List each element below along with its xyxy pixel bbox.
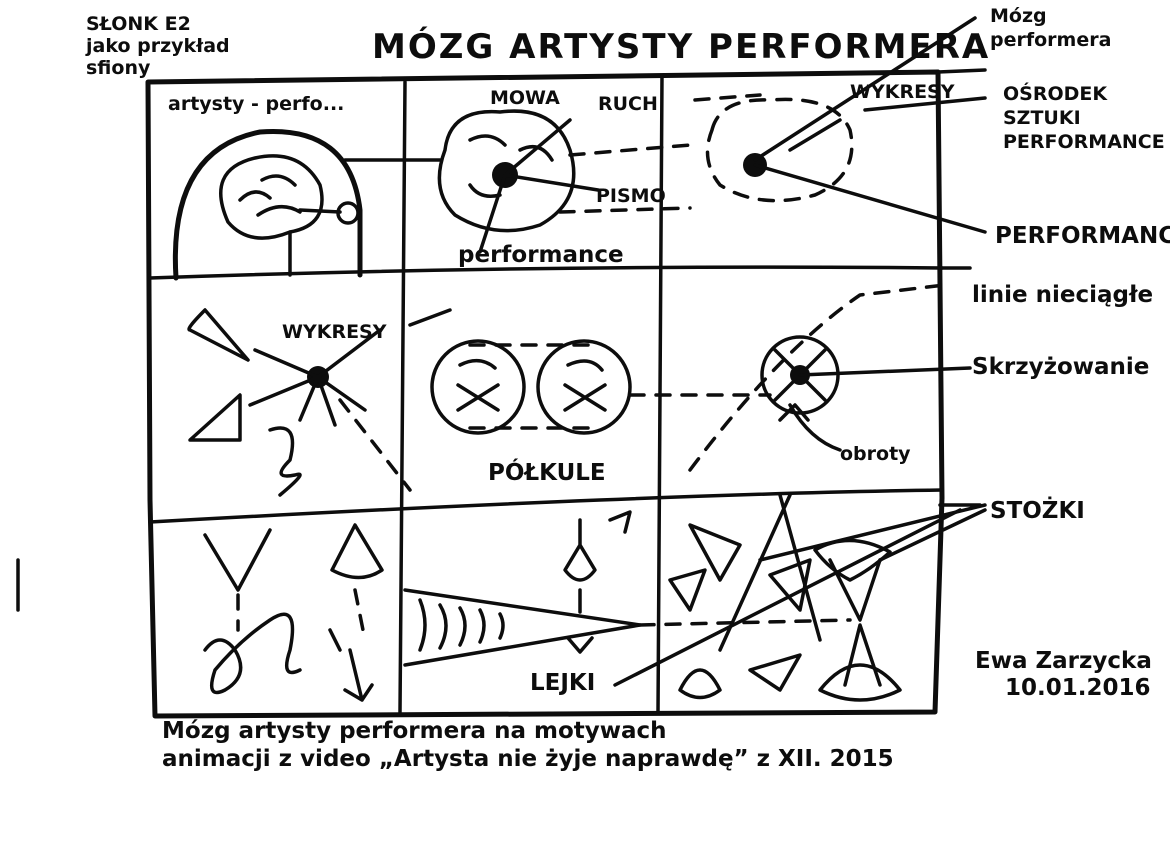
crossing-icon xyxy=(688,283,972,472)
anno-osrodek-3: PERFORMANCE xyxy=(1003,131,1165,153)
hemispheres-icon xyxy=(430,339,772,435)
stozki-pointer xyxy=(758,503,987,562)
label-mowa: MOWA xyxy=(490,87,560,109)
caption-line-1: Mózg artysty performera na motywach xyxy=(162,718,667,744)
signature-date: 10.01.2016 xyxy=(1005,675,1151,701)
label-polkule: PÓŁKULE xyxy=(488,458,606,486)
corner-note-line-2: jako przykład xyxy=(85,35,230,57)
anno-osrodek-2: SZTUKI xyxy=(1003,107,1081,129)
anno-osrodek-1: OŚRODEK xyxy=(1003,81,1108,105)
anno-performance: PERFORMANCE xyxy=(995,223,1170,249)
label-wykresy-mid: WYKRESY xyxy=(282,321,387,343)
anno-stozki: STOŻKI xyxy=(990,496,1085,524)
anno-mozg-performera-2: performera xyxy=(990,29,1111,51)
diagram-title: MÓZG ARTYSTY PERFORMERA xyxy=(372,26,990,67)
anno-skrzyzowanie: Skrzyżowanie xyxy=(972,354,1149,380)
grid-frame xyxy=(145,68,987,719)
brain-cluster-icon xyxy=(343,109,692,254)
head-profile-icon xyxy=(172,128,363,281)
caption-line-2: animacji z video „Artysta nie żyje napra… xyxy=(162,746,894,772)
cones-loops-icon xyxy=(203,523,384,702)
label-obroty: obroty xyxy=(840,443,911,465)
anno-mozg-performera-1: Mózg xyxy=(990,5,1047,27)
cones-cluster-icon xyxy=(668,493,902,702)
label-pismo: PISMO xyxy=(596,185,666,207)
corner-note-line-3: sfiony xyxy=(86,57,151,79)
signature-name: Ewa Zarzycka xyxy=(975,648,1152,674)
cones-graph-icon xyxy=(187,308,452,497)
corner-note-line-1: SŁONK E2 xyxy=(86,13,191,35)
label-wykresy-top: WYKRESY xyxy=(850,81,955,103)
label-lejki: LEJKI xyxy=(530,670,595,696)
performance-center-icon xyxy=(693,16,987,234)
label-artysty-perfo: artysty - perfo... xyxy=(168,93,344,115)
anno-linie-nieciagle: linie nieciągłe xyxy=(972,282,1153,308)
label-ruch: RUCH xyxy=(598,93,658,115)
label-performance-small: performance xyxy=(458,242,624,268)
